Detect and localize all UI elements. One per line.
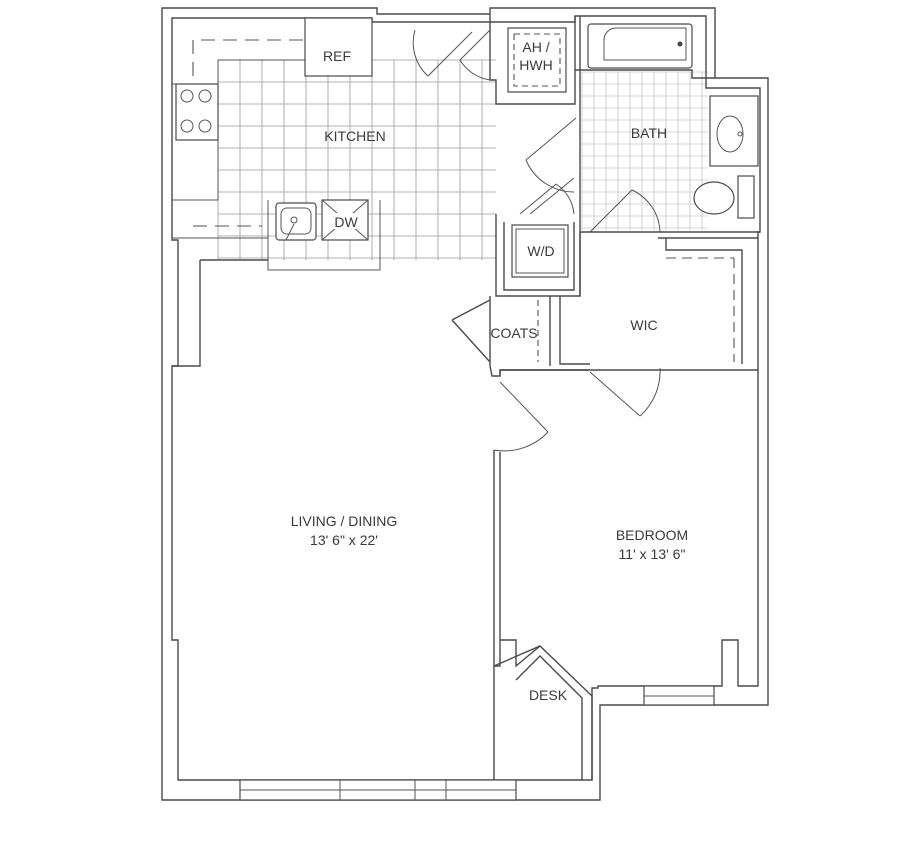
dishwasher	[321, 199, 369, 241]
desk-label: DESK	[529, 687, 568, 703]
kitchen-sink	[275, 202, 317, 241]
bedroom-window	[643, 685, 715, 706]
bedroom-walls	[493, 369, 758, 668]
hwh-label: HWH	[519, 57, 552, 73]
exterior-wall-inner	[171, 15, 761, 781]
wic-label: WIC	[630, 317, 657, 333]
coats-label: COATS	[490, 325, 537, 341]
exterior-wall-outer	[161, 7, 769, 801]
kitchen-counter	[172, 18, 381, 271]
walk-in-closet	[559, 232, 758, 417]
living-north-wall	[172, 259, 268, 367]
bath-room	[575, 16, 760, 233]
counter-dash-line	[192, 39, 305, 227]
bath-label: BATH	[631, 125, 667, 141]
bedroom-dim-label: 11' x 13' 6"	[619, 546, 686, 562]
living-name-label: LIVING / DINING	[291, 513, 398, 529]
bedroom-name-label: BEDROOM	[616, 527, 688, 543]
stove	[175, 83, 219, 141]
kitchen-label: KITCHEN	[324, 128, 385, 144]
ah-hwh-closet	[459, 14, 576, 105]
washer-dryer-closet	[495, 117, 581, 297]
ah-label: AH /	[522, 39, 549, 55]
kitchen-door-swing	[412, 29, 473, 77]
wd-label: W/D	[527, 243, 554, 259]
dw-label: DW	[334, 214, 358, 230]
living-windows	[239, 779, 517, 801]
refrigerator	[304, 17, 373, 77]
living-dim-label: 13' 6" x 22'	[310, 532, 378, 548]
desk	[493, 645, 593, 780]
ref-label: REF	[323, 48, 351, 64]
bath-tile-floor	[581, 71, 708, 230]
